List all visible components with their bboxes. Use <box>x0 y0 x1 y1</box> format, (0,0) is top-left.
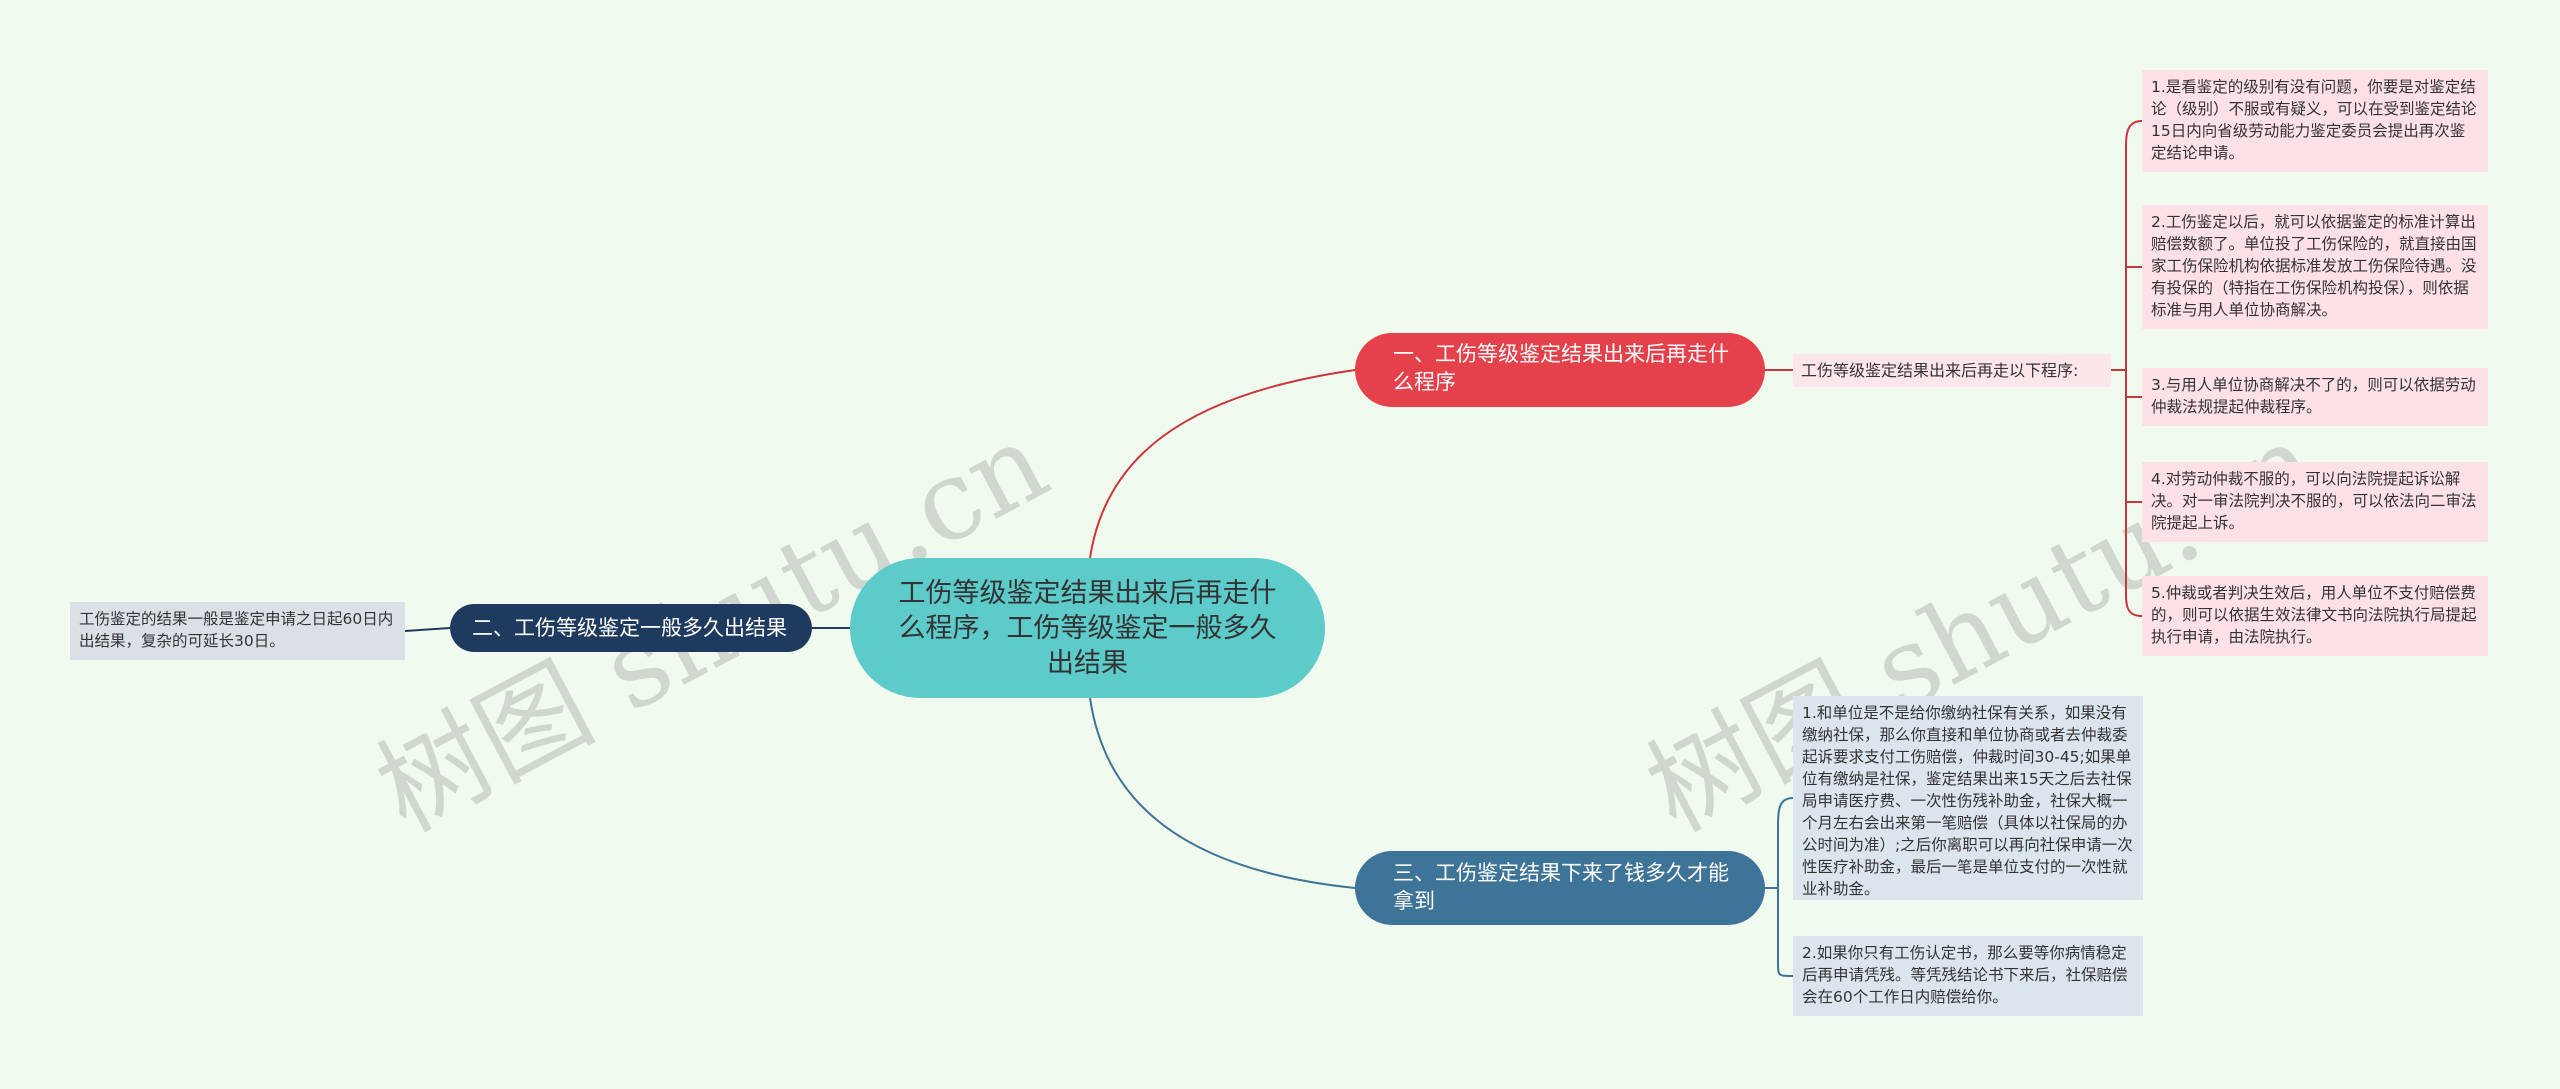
branch-procedure[interactable]: 一、工伤等级鉴定结果出来后再走什么程序 <box>1355 333 1765 407</box>
procedure-step-4[interactable]: 4.对劳动仲裁不服的，可以向法院提起诉讼解决。对一审法院判决不服的，可以依法向二… <box>2142 462 2488 542</box>
link-b2-leaf <box>404 627 451 632</box>
branch-procedure-label: 一、工伤等级鉴定结果出来后再走什么程序 <box>1393 342 1729 394</box>
duration-detail[interactable]: 工伤鉴定的结果一般是鉴定申请之日起60日内出结果，复杂的可延长30日。 <box>70 602 405 660</box>
branch-duration-label: 二、工伤等级鉴定一般多久出结果 <box>472 616 787 640</box>
procedure-step-1[interactable]: 1.是看鉴定的级别有没有问题，你要是对鉴定结论（级别）不服或有疑义，可以在受到鉴… <box>2142 70 2488 172</box>
branch-duration[interactable]: 二、工伤等级鉴定一般多久出结果 <box>450 604 812 652</box>
payment-detail-2[interactable]: 2.如果你只有工伤认定书，那么要等你病情稳定后再申请凭残。等凭残结论书下来后，社… <box>1793 936 2143 1016</box>
bracket-b3 <box>1777 797 1794 977</box>
link-root-b3 <box>1089 697 1356 889</box>
payment-detail-1[interactable]: 1.和单位是不是给你缴纳社保有关系，如果没有缴纳社保，那么你直接和单位协商或者去… <box>1793 696 2143 900</box>
branch-payment[interactable]: 三、工伤鉴定结果下来了钱多久才能拿到 <box>1355 851 1765 925</box>
procedure-step-2[interactable]: 2.工伤鉴定以后，就可以依据鉴定的标准计算出赔偿数额了。单位投了工伤保险的，就直… <box>2142 205 2488 329</box>
branch-payment-label: 三、工伤鉴定结果下来了钱多久才能拿到 <box>1393 861 1729 913</box>
procedure-step-3[interactable]: 3.与用人单位协商解决不了的，则可以依据劳动仲裁法规提起仲裁程序。 <box>2142 368 2488 426</box>
link-root-b1 <box>1089 369 1356 559</box>
root-topic[interactable]: 工伤等级鉴定结果出来后再走什么程序，工伤等级鉴定一般多久出结果 <box>850 558 1325 698</box>
root-topic-label: 工伤等级鉴定结果出来后再走什么程序，工伤等级鉴定一般多久出结果 <box>898 577 1277 679</box>
procedure-intro[interactable]: 工伤等级鉴定结果出来后再走以下程序: <box>1793 354 2111 387</box>
procedure-step-5[interactable]: 5.仲裁或者判决生效后，用人单位不支付赔偿费的，则可以依据生效法律文书向法院执行… <box>2142 576 2488 656</box>
